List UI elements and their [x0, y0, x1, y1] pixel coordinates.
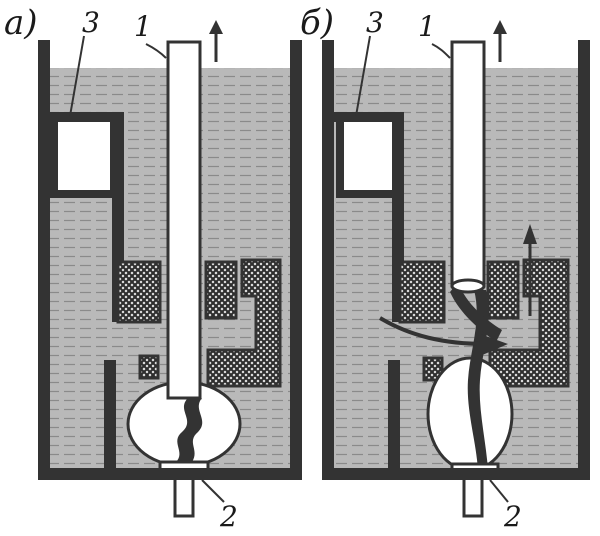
panel-label-b: б)	[300, 3, 334, 43]
arrow-up-icon	[493, 20, 507, 62]
vessel-a-bottom	[38, 468, 302, 480]
label-chamber-a: 3	[82, 6, 100, 39]
panel-a: а) 1 3 2	[4, 3, 302, 533]
partition-b-lower	[388, 360, 400, 472]
vessel-b-right-wall	[578, 40, 590, 480]
partition-a-lower	[104, 360, 116, 472]
rod-2-a	[173, 474, 195, 518]
hatch-block-a-2	[204, 260, 238, 320]
panel-label-a: а)	[4, 3, 38, 43]
label-bottom-a: 2	[219, 500, 238, 533]
label-chamber-b: 3	[366, 6, 384, 39]
label-tube-a: 1	[134, 10, 152, 43]
vessel-a-right-wall	[290, 40, 302, 478]
panel-b: б) 1 3 2	[300, 3, 590, 533]
tube-1-b	[450, 40, 486, 288]
hatch-block-b-1	[398, 260, 446, 324]
label-bottom-b: 2	[503, 500, 522, 533]
hatch-block-b-4	[422, 356, 444, 382]
vessel-b-bottom	[322, 468, 590, 480]
chamber-3-a	[50, 114, 118, 198]
hatch-block-a-1	[116, 260, 162, 324]
rod-2-b	[462, 476, 484, 518]
label-tube-b: 1	[418, 10, 436, 43]
flow-arrow-up-icon	[523, 224, 537, 316]
vessel-a-left-wall	[38, 40, 50, 478]
spark-a	[176, 398, 203, 462]
discharge-channel-b	[467, 290, 489, 470]
jet-b	[450, 282, 502, 342]
hatch-block-b-2	[486, 260, 520, 320]
hatch-block-a-3	[206, 258, 282, 388]
flow-arrow-icon	[378, 316, 508, 356]
tube-1-a	[166, 40, 202, 400]
chamber-3-b	[336, 114, 400, 198]
vessel-b-left-wall	[322, 40, 334, 480]
arrow-up-icon	[209, 20, 223, 62]
hatch-block-a-4	[138, 354, 160, 380]
